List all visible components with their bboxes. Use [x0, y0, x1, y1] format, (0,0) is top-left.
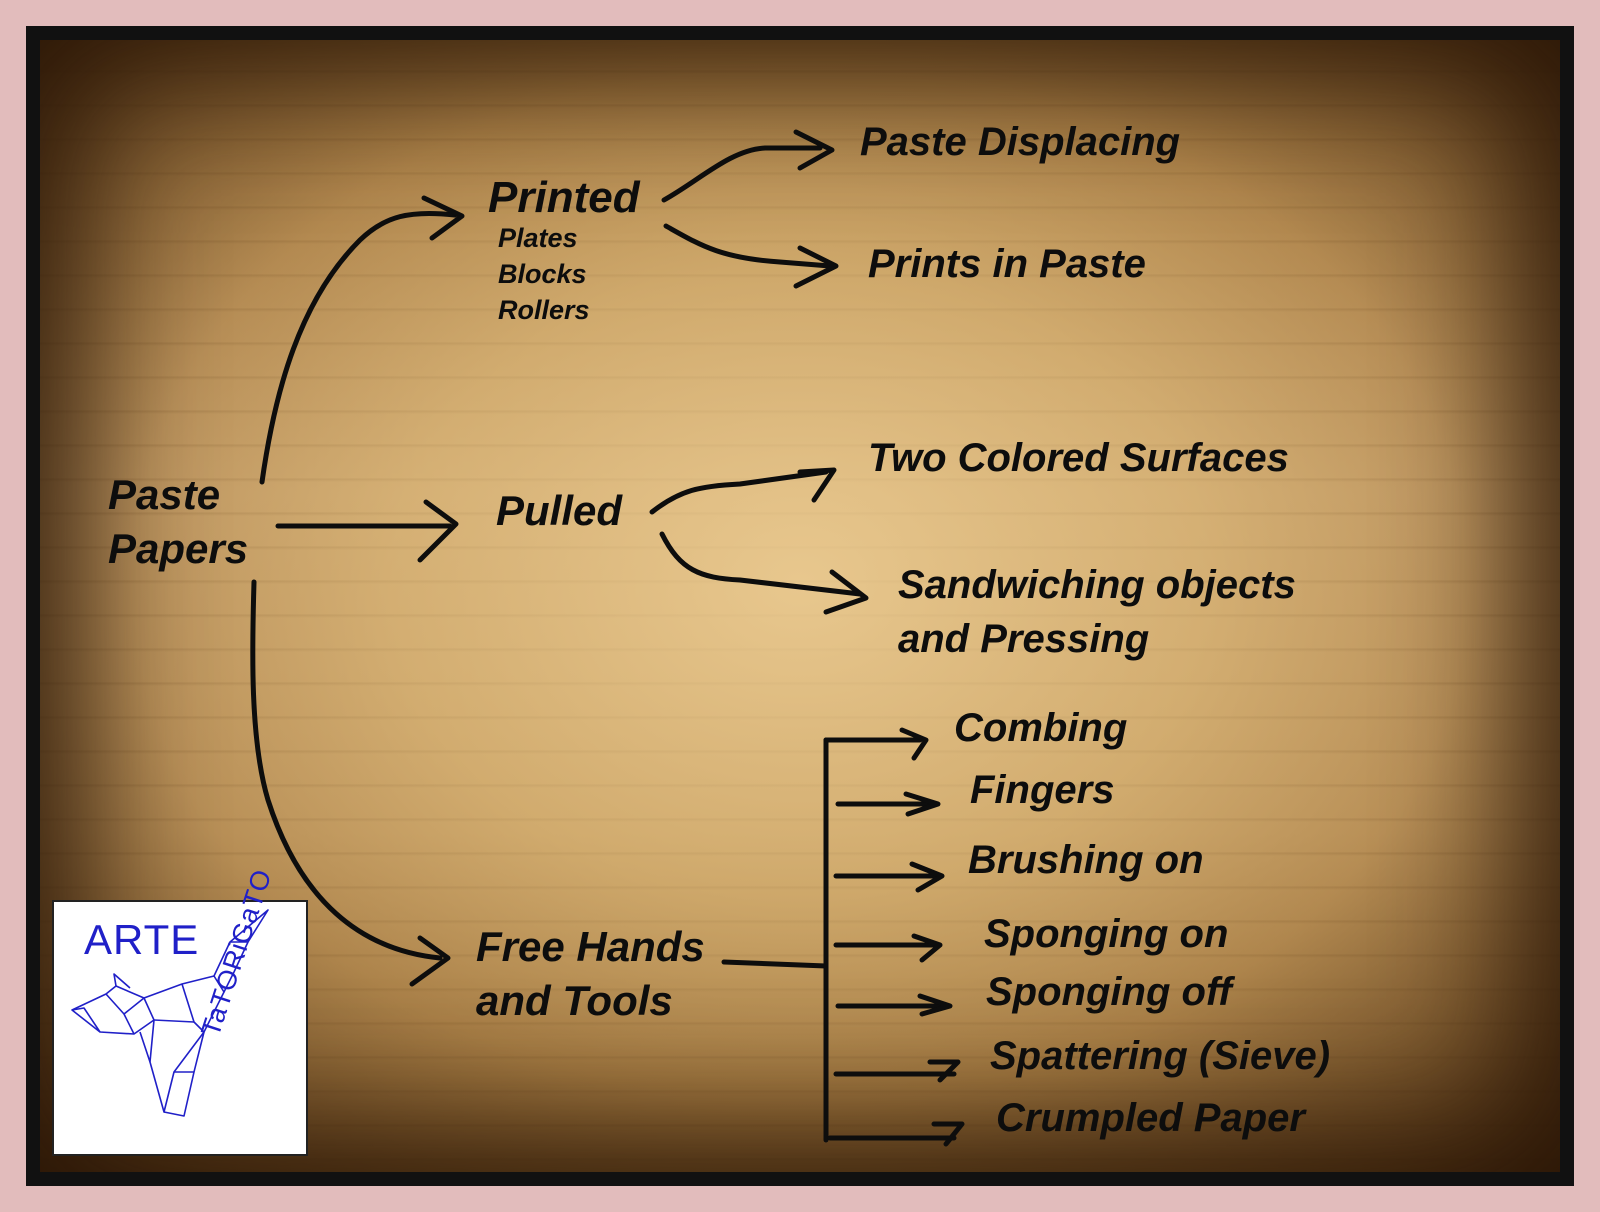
arrowhead-pulled-twocolored	[797, 467, 837, 503]
printed-sub-blocks: Blocks	[498, 259, 587, 289]
node-free-hands-tools: Free Hands and Tools	[476, 923, 705, 1024]
leaf-spattering-sieve: Spattering (Sieve)	[990, 1034, 1331, 1078]
leaf-two-colored-surfaces: Two Colored Surfaces	[868, 436, 1289, 480]
arrowhead-root-free	[409, 935, 451, 987]
arrowhead-root-printed	[421, 195, 465, 241]
arrow-pulled-sandwiching	[659, 531, 863, 597]
arrowhead-free-sponging-off	[917, 993, 953, 1017]
node-paste-papers: Paste Papers	[108, 471, 249, 572]
arrowhead-free-brushing	[909, 861, 945, 893]
leaf-crumpled-paper: Crumpled Paper	[996, 1096, 1305, 1140]
arrowhead-free-crumpled	[931, 1121, 965, 1147]
bracket-connector	[721, 959, 829, 969]
arrow-root-free	[250, 579, 443, 961]
arrowhead-free-spattering	[927, 1059, 961, 1083]
logo-title: ARTE	[84, 916, 200, 963]
arrowhead-pulled-sandwiching	[823, 569, 869, 615]
arrow-root-printed	[259, 210, 458, 485]
leaf-brushing-on: Brushing on	[968, 838, 1204, 882]
arrow-pulled-twocolored	[649, 469, 829, 515]
leaf-prints-in-paste: Prints in Paste	[868, 242, 1146, 286]
leaf-fingers: Fingers	[970, 768, 1115, 812]
arrow-printed-displacing	[661, 145, 823, 203]
origami-cat-icon	[71, 909, 269, 1117]
leaf-combing: Combing	[954, 706, 1128, 750]
arrowhead-printed-displacing	[793, 129, 835, 171]
arrowhead-printed-prints	[793, 245, 839, 289]
arrowhead-root-pulled	[417, 499, 459, 563]
leaf-sponging-on: Sponging on	[984, 912, 1229, 956]
arrow-printed-prints	[663, 223, 833, 269]
printed-sub-rollers: Rollers	[498, 295, 590, 325]
leaf-paste-displacing: Paste Displacing	[860, 120, 1181, 164]
leaf-sponging-off: Sponging off	[986, 970, 1232, 1014]
arte-tatorigato-logo: ARTE TaTORiGaTO	[52, 865, 308, 1156]
arrowhead-free-combing	[899, 727, 929, 761]
arrowhead-free-sponging-on	[911, 933, 943, 963]
leaf-sandwiching-objects: Sandwiching objects and Pressing	[898, 563, 1296, 661]
arrowhead-free-fingers	[903, 791, 941, 817]
node-pulled: Pulled	[496, 487, 623, 534]
node-printed: Printed	[488, 173, 640, 222]
printed-sub-plates: Plates	[498, 223, 578, 253]
